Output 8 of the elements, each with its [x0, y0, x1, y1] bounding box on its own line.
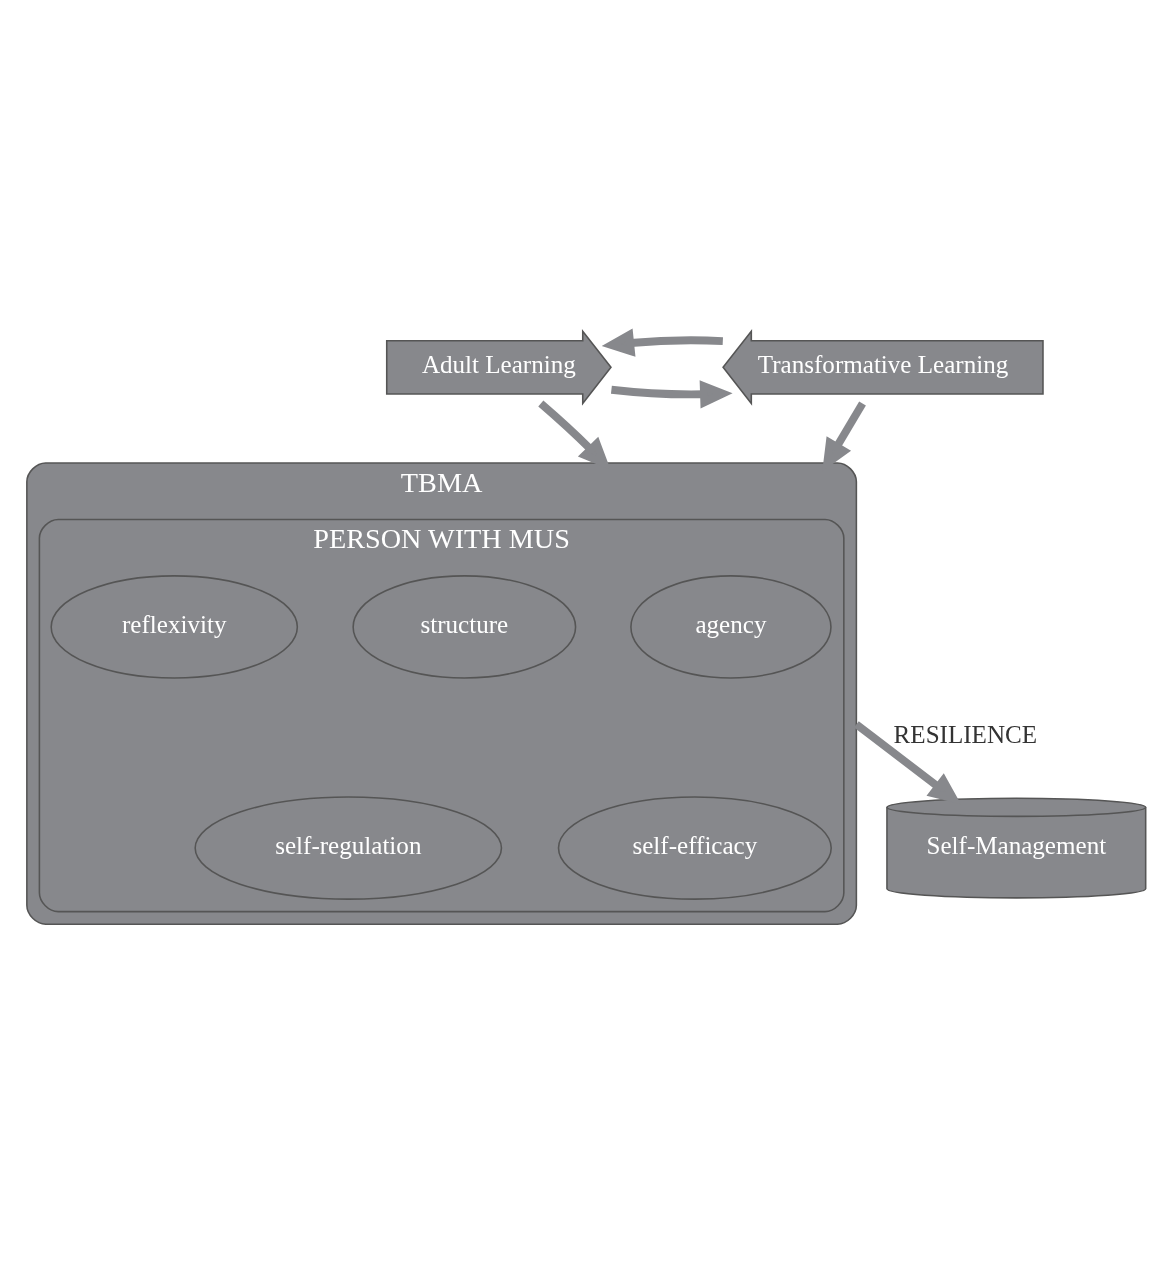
edge-label: RESILIENCE [893, 721, 1038, 749]
node-ellipse: self-efficacy [557, 796, 832, 900]
node-ellipse: reflexivity [50, 575, 299, 679]
node-ellipse: self-regulation [194, 796, 503, 900]
node-ellipse: structure [352, 575, 577, 679]
node-ellipse: agency [630, 575, 832, 679]
arrow [610, 380, 733, 409]
arrow [601, 328, 723, 357]
